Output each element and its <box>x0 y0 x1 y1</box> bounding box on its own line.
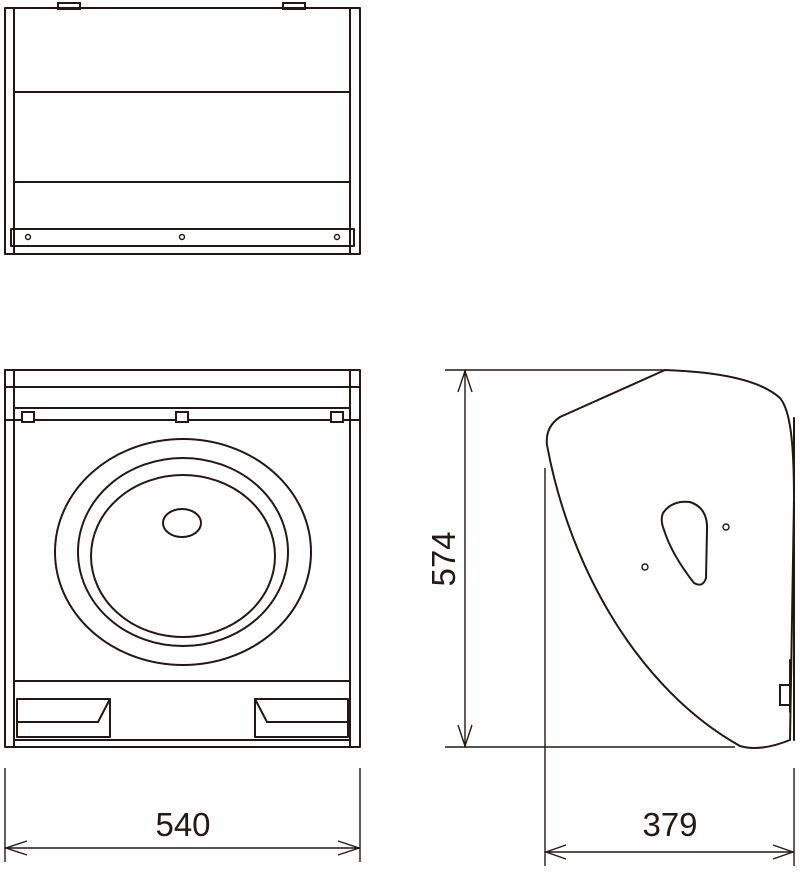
screw-hole-1 <box>641 563 649 571</box>
handle-recess <box>660 500 709 586</box>
woofer-outer-ring <box>54 438 312 666</box>
woofer-surround <box>77 457 289 647</box>
side-view <box>545 369 795 749</box>
width-label: 540 <box>155 806 210 843</box>
bracket-right <box>330 411 344 423</box>
screw-hole-2 <box>722 523 730 531</box>
height-dimension: 574 <box>425 368 735 749</box>
rear-connector <box>779 684 791 706</box>
woofer-badge <box>162 508 202 538</box>
port-right <box>254 698 349 738</box>
port-left <box>16 698 111 738</box>
height-label: 574 <box>425 531 462 586</box>
side-view-outline <box>545 369 795 749</box>
top-view-outline <box>4 7 361 255</box>
width-dimension: 540 <box>3 768 362 862</box>
depth-dimension: 379 <box>543 468 796 866</box>
top-view <box>4 2 361 255</box>
woofer-cone <box>90 474 276 638</box>
depth-label: 379 <box>642 806 697 843</box>
bracket-left <box>21 411 35 423</box>
front-view-outline <box>4 369 361 748</box>
top-view-rail <box>10 228 355 247</box>
bracket-center <box>175 411 189 423</box>
front-view <box>4 369 361 748</box>
